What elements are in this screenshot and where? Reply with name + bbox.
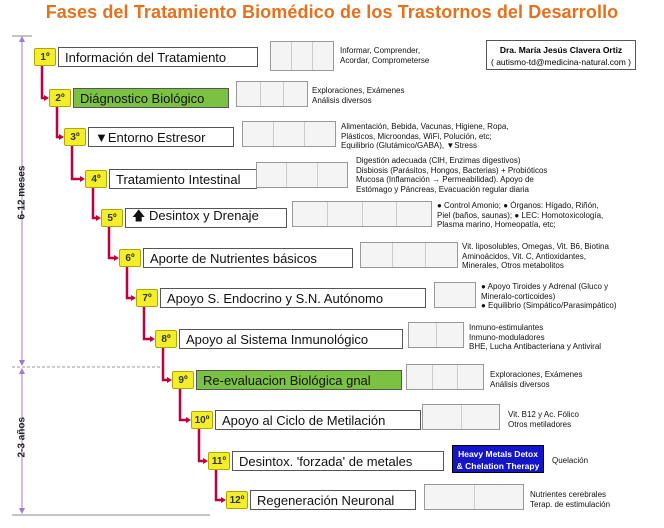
- step-label: Apoyo S. Endocrino y S.N. Autónomo: [160, 288, 426, 308]
- step-connector: [142, 307, 153, 341]
- step-connector-arrow: [186, 417, 191, 423]
- step-connector: [214, 470, 224, 502]
- step-number: 11º: [208, 452, 230, 470]
- step-11-description: Quelación: [552, 456, 589, 465]
- image-strip: [434, 282, 476, 308]
- step-connector-arrow: [44, 95, 49, 101]
- step-connector: [40, 66, 47, 100]
- heavy-line-2: & Chelation Therapy: [456, 461, 540, 471]
- step-label: Apoyo al Sistema Inmunológico: [179, 329, 403, 349]
- image-strip: [408, 322, 464, 348]
- author-box: Dra. María Jesús Clavera Ortiz ( autismo…: [486, 40, 636, 70]
- image-strip: [256, 162, 348, 188]
- step-connector-arrow: [150, 336, 155, 342]
- step-3: 3º ▼Entorno Estresor: [64, 127, 234, 147]
- heavy-line-1: Heavy Metals Detox: [458, 449, 538, 459]
- image-strip: [292, 201, 432, 227]
- image-strip: [242, 121, 336, 147]
- step-number: 9º: [172, 371, 194, 389]
- step-connector: [70, 146, 83, 181]
- step-10: 10º Apoyo al Ciclo de Metilación: [191, 410, 421, 430]
- step-connector-arrow: [96, 215, 101, 221]
- image-strip: [406, 364, 484, 390]
- step-label: Aporte de Nutrientes básicos: [143, 248, 353, 268]
- step-6-description: Vit. liposolubles, Omegas, Vit. B6, Biot…: [462, 242, 609, 270]
- step-label: Regeneración Neuronal: [250, 490, 416, 510]
- heavy-metals-detox-box: Heavy Metals Detox & Chelation Therapy: [452, 445, 544, 473]
- step-connector-arrow: [59, 134, 64, 140]
- step-label: Apoyo al Ciclo de Metilación: [215, 410, 421, 430]
- step-7: 7º Apoyo S. Endocrino y S.N. Autónomo: [136, 288, 426, 308]
- step-connector: [125, 267, 134, 300]
- step-1-description: Informar, Comprender,Acordar, Compromete…: [340, 46, 430, 65]
- step-connector: [91, 188, 99, 220]
- page-title: Fases del Tratamiento Biomédico de los T…: [45, 2, 619, 22]
- step-4: 4º Tratamiento Intestinal: [85, 169, 257, 189]
- step-connector-arrow: [131, 295, 136, 301]
- step-11: 11º Desintox. 'forzada' de metales: [208, 451, 444, 471]
- step-connector: [197, 429, 206, 463]
- step-connector: [55, 107, 62, 139]
- step-number: 1º: [34, 48, 56, 66]
- step-number: 6º: [119, 249, 141, 267]
- step-12: 12º Regeneración Neuronal: [226, 490, 416, 510]
- step-number: 7º: [136, 289, 158, 307]
- author-email: ( autismo-td@medicina-natural.com ): [491, 57, 631, 67]
- step-2: 2º Diágnostico Biológico: [49, 88, 229, 108]
- step-label: Diágnostico Biológico: [73, 88, 229, 108]
- step-label: Re-evaluacion Biológica gnal: [196, 370, 402, 390]
- step-number: 3º: [64, 128, 86, 146]
- step-number: 10º: [191, 411, 213, 429]
- step-connector-arrow: [114, 255, 119, 261]
- step-label: 🡅 Desintox y Drenaje: [125, 208, 287, 228]
- image-strip: [270, 41, 334, 71]
- step-number: 8º: [155, 330, 177, 348]
- step-connector: [178, 389, 189, 422]
- period-label-first: 6-12 meses: [16, 165, 28, 220]
- step-5-description: ● Control Amonio; ● Órganos: Hígado, Riñ…: [437, 201, 604, 229]
- period-label-second: 2-3 años: [16, 416, 28, 458]
- author-name: Dra. María Jesús Clavera Ortiz: [499, 45, 623, 55]
- step-connector-arrow: [167, 377, 172, 383]
- step-1: 1º Información del Tratamiento: [34, 47, 258, 67]
- step-connector: [161, 348, 170, 382]
- step-4-description: Digestión adecuada (ClH, Enzimas digesti…: [356, 156, 548, 194]
- step-label: Tratamiento Intestinal: [109, 169, 257, 189]
- step-connector-arrow: [203, 458, 208, 464]
- image-strip: [360, 242, 458, 268]
- image-strip: [236, 81, 308, 107]
- step-connector-arrow: [80, 176, 85, 182]
- step-number: 5º: [101, 209, 123, 227]
- step-label: ▼Entorno Estresor: [88, 127, 234, 147]
- step-label: Desintox. 'forzada' de metales: [232, 451, 444, 471]
- step-5: 5º 🡅 Desintox y Drenaje: [101, 208, 287, 228]
- step-number: 2º: [49, 89, 71, 107]
- step-label: Información del Tratamiento: [58, 47, 258, 67]
- step-number: 12º: [226, 491, 248, 509]
- step-9: 9º Re-evaluacion Biológica gnal: [172, 370, 402, 390]
- step-3-description: Alimentación, Bebida, Vacunas, Higiene, …: [341, 122, 509, 150]
- image-strip: [424, 484, 524, 510]
- step-connector: [107, 227, 117, 260]
- step-connector-arrow: [221, 497, 226, 503]
- image-strip: [422, 404, 500, 430]
- step-number: 4º: [85, 170, 107, 188]
- step-6: 6º Aporte de Nutrientes básicos: [119, 248, 353, 268]
- step-8: 8º Apoyo al Sistema Inmunológico: [155, 329, 403, 349]
